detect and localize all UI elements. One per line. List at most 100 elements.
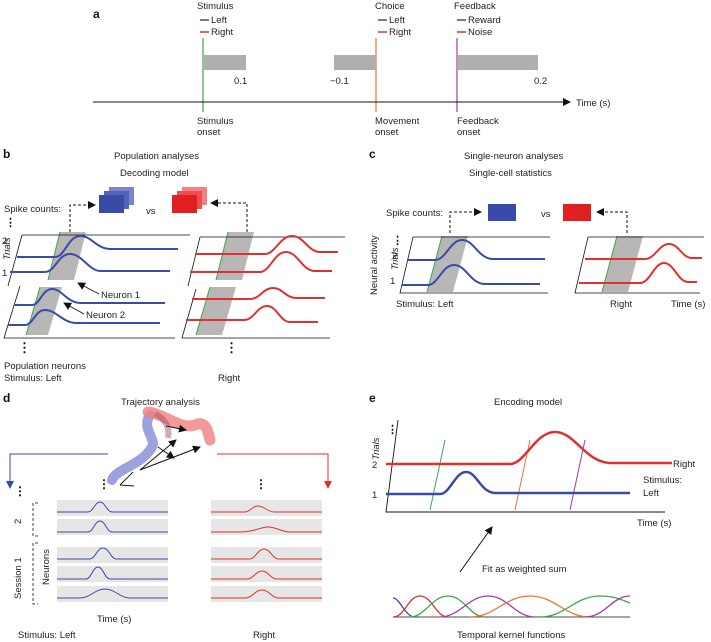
session-ellipsis-side: ⋮	[14, 484, 26, 498]
panel-b-subtitle: Decoding model	[120, 168, 189, 179]
stimulus-label-e: Stimulus:	[643, 475, 682, 486]
s2-row1-right-bg	[211, 500, 322, 516]
blue-trajectory	[107, 410, 158, 485]
trials-axis-label-e: Trials	[371, 437, 382, 460]
s2-row1-left-bg	[57, 500, 168, 516]
s2-row2-right-trace	[211, 526, 322, 533]
neural-activity-label: Neural activity	[369, 235, 380, 295]
legend-reward-label: Reward	[468, 15, 501, 26]
panel-d-title: Trajectory analysis	[121, 397, 200, 408]
trial-1-label-b: 1	[2, 268, 7, 279]
stimulus-onset-label-1: Stimulus	[197, 116, 234, 127]
traj-vector-4	[157, 446, 175, 459]
time-label-e: Time (s)	[637, 518, 671, 529]
blue-trace-e	[386, 470, 630, 496]
session-ellipsis-right-top: ⋮	[255, 477, 267, 491]
movement-onset-label-1: Movement	[375, 116, 420, 127]
population-ellipsis-right: ⋮	[225, 340, 238, 355]
trial-ellipsis-e: ⋮	[387, 424, 398, 436]
s2-row1-right-trace	[211, 505, 322, 513]
session-2-bracket	[32, 502, 38, 537]
right-label-c: Right	[610, 299, 633, 310]
blue-count-square-front	[99, 195, 124, 213]
neuron-2-label: Neuron 2	[86, 310, 125, 321]
red-trajectory	[142, 406, 216, 446]
feedback-onset-label-2: onset	[457, 127, 481, 138]
traj-vector-3	[165, 424, 187, 433]
s1-row3-right-trace	[211, 589, 322, 599]
legend-left-label: Left	[211, 15, 227, 26]
red-count-square-front	[172, 195, 197, 213]
s2-row1-left-trace	[57, 501, 168, 513]
onset-line-lower-right	[195, 286, 211, 336]
red-trace-trial2-neuron1	[196, 234, 338, 255]
trial-2-label-b: 2	[2, 236, 7, 247]
stimulus-left-label-b: Stimulus: Left	[4, 373, 62, 384]
tick-choice: −0.1	[330, 76, 349, 87]
trials-axis-label-c: Trials	[390, 247, 401, 270]
session-1-label: Session 1	[13, 557, 24, 599]
panel-b: b Population analyses Decoding model Spi…	[2, 147, 345, 384]
kernel-4	[439, 595, 536, 618]
s1-row3-left-trace	[57, 588, 168, 599]
legend-noise-label: Noise	[468, 27, 492, 38]
tick-feedback: 0.2	[534, 76, 547, 87]
session-1-bracket	[32, 542, 38, 605]
blue-trace-trial1-neuron1	[10, 252, 170, 273]
choice-window	[334, 55, 376, 70]
kernels-label: Temporal kernel functions	[457, 630, 565, 641]
panel-d-label: d	[3, 391, 10, 405]
blue-trace-neuron2-a	[14, 287, 165, 306]
red-trace-trial2-c	[585, 242, 702, 260]
s1-row2-left-bg	[57, 566, 168, 582]
right-label-b: Right	[218, 373, 241, 384]
choice-legend-title: Choice	[375, 1, 405, 12]
s1-row1-left-bg	[57, 547, 168, 563]
fit-arrow	[459, 526, 493, 573]
legend-choice-right-label: Right	[389, 27, 412, 38]
axes-lower-left	[3, 285, 175, 339]
window-band-right-c	[602, 236, 643, 292]
blue-count-square-c	[488, 204, 516, 221]
onset-line-lower-left	[25, 286, 41, 336]
feedback-onset-e	[569, 439, 586, 511]
dashed-arrow-right-c	[596, 208, 628, 233]
red-trace-neuron2-b	[186, 304, 318, 323]
s1-row2-right-bg	[211, 566, 322, 582]
stimulus-onset-label-2: onset	[197, 127, 221, 138]
time-axis-label: Time (s)	[576, 98, 610, 109]
left-label-e: Left	[643, 488, 659, 499]
dashed-arrow-right-b	[210, 199, 248, 232]
s1-row3-right-bg	[211, 586, 322, 602]
blue-trace-neuron2-b	[8, 308, 160, 326]
time-label-c: Time (s)	[671, 299, 705, 310]
red-trace-trial1-neuron1	[190, 250, 332, 273]
panel-a-label: a	[93, 7, 100, 21]
neuron-1-pointer	[77, 282, 100, 295]
vs-label-b: vs	[146, 206, 156, 217]
panel-d: d Trajectory analysis ⋮ ⋮ ⋮ 2 Session 1 …	[3, 391, 332, 641]
window-band-lower-right	[196, 287, 236, 335]
fit-label: Fit as weighted sum	[482, 564, 567, 575]
trials-axis-label-b: Trials	[2, 237, 13, 260]
axes-left-c	[399, 236, 550, 294]
s2-row2-left-bg	[57, 519, 168, 535]
axes-upper-left	[7, 234, 190, 287]
session-2-label: 2	[13, 519, 24, 524]
legend-right-label: Right	[211, 27, 234, 38]
panel-b-title: Population analyses	[114, 151, 199, 162]
trial-1-label-e: 1	[372, 490, 377, 501]
trial-ellipsis-b: ⋮	[5, 217, 16, 229]
kernel-5	[469, 595, 591, 618]
population-neurons-label: Population neurons	[4, 361, 86, 372]
blue-trace-trial1-c	[402, 263, 540, 286]
s1-row3-left-bg	[57, 586, 168, 602]
axes-upper-right	[187, 236, 345, 287]
axes-right-c	[574, 236, 704, 294]
kernel-7	[584, 595, 631, 618]
s1-row2-left-trace	[57, 566, 168, 580]
neuron-1-label: Neuron 1	[101, 290, 140, 301]
blue-trace-trial2-c	[407, 238, 545, 261]
session-ellipsis-left-top: ⋮	[98, 477, 110, 491]
